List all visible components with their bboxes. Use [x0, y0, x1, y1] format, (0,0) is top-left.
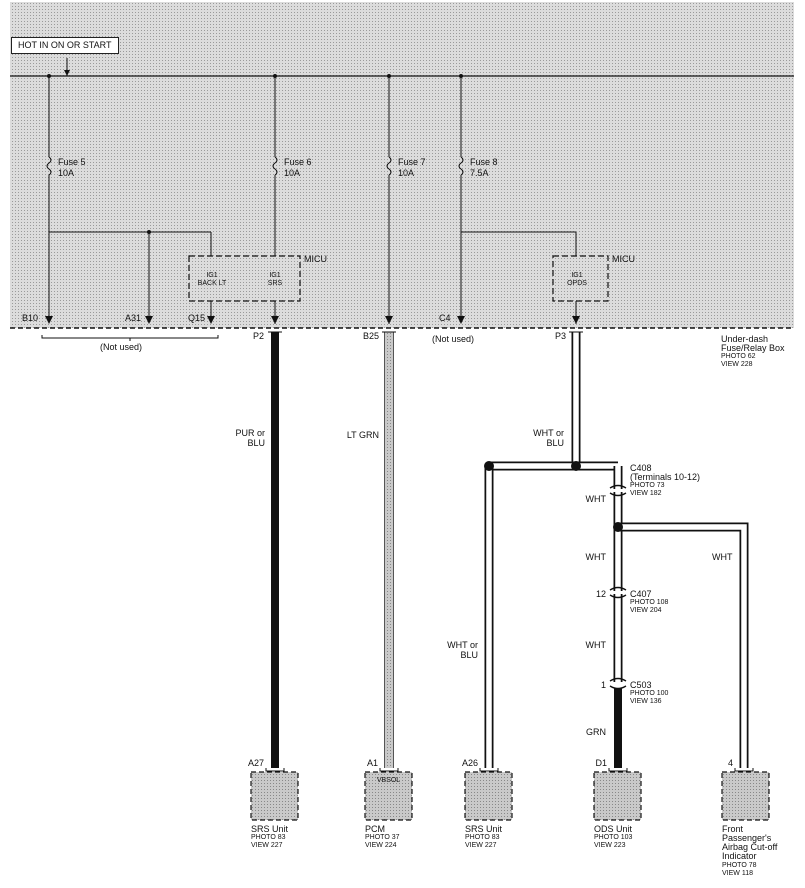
fuse-8-rating: 7.5A	[470, 168, 489, 178]
fuse-8-branch	[458, 76, 577, 324]
fuse-relay-box-region	[10, 2, 794, 328]
pin-d1: D1	[595, 758, 607, 768]
fuse-5-name: Fuse 5	[58, 157, 86, 167]
micu-box-right	[552, 255, 609, 302]
c503-photo: PHOTO 100	[630, 690, 669, 697]
micu-ig1-opds: IG1	[571, 272, 583, 279]
indicator-name-3: Airbag Cut-off	[722, 842, 778, 852]
fuse-7-rating: 10A	[398, 168, 415, 178]
ods-unit-name: ODS Unit	[594, 824, 633, 834]
fuse-6-rating: 10A	[284, 168, 301, 178]
component-srs-a26	[464, 768, 513, 821]
fuse-7-branch	[386, 76, 392, 324]
wire-label-whtblu-a26-2: BLU	[460, 650, 478, 660]
terminal-p2: P2	[253, 331, 265, 341]
pin-a26: A26	[461, 758, 478, 768]
c503-pin: 1	[600, 680, 606, 690]
ods-unit-view: VIEW 223	[594, 842, 626, 849]
srs-unit-a26-photo: PHOTO 83	[465, 834, 500, 841]
c503-view: VIEW 136	[630, 698, 662, 705]
terminal-q15: Q15	[188, 313, 206, 323]
srs-unit-a26-name: SRS Unit	[465, 824, 503, 834]
wire-label-wht-1: WHT	[585, 494, 607, 504]
terminal-p3: P3	[555, 331, 567, 341]
indicator-name-1: Front	[722, 824, 744, 834]
micu-ig1-backlt: IG1	[206, 272, 218, 279]
wire-label-blu: BLU	[247, 438, 265, 448]
micu-srs: SRS	[267, 280, 283, 287]
fuse-6-name: Fuse 6	[284, 157, 312, 167]
c407-view: VIEW 204	[630, 607, 662, 614]
wire-label-wht-4: WHT	[712, 552, 733, 562]
srs-unit-a27-view: VIEW 227	[251, 842, 283, 849]
fuse-box-photo: PHOTO 62	[721, 353, 756, 360]
pin-a27: A27	[247, 758, 264, 768]
indicator-name-2: Passenger's	[722, 833, 772, 843]
srs-unit-a26-view: VIEW 227	[465, 842, 497, 849]
terminal-b10: B10	[22, 313, 39, 323]
fuse-5-rating: 10A	[58, 168, 75, 178]
c407-photo: PHOTO 108	[630, 599, 669, 606]
not-used-label-2: (Not used)	[432, 334, 475, 344]
wire-label-whtblu-a26-1: WHT or	[447, 640, 478, 650]
c408-name: C408	[630, 463, 652, 473]
fuse-box-view: VIEW 228	[721, 361, 753, 368]
component-indicator	[721, 768, 770, 821]
indicator-name-4: Indicator	[722, 851, 757, 861]
fuse-8-name: Fuse 8	[470, 157, 498, 167]
fuse-box-name-2: Fuse/Relay Box	[721, 343, 785, 353]
wire-label-ltgrn: LT GRN	[346, 430, 379, 440]
not-used-label-1: (Not used)	[100, 342, 143, 352]
fuse-6-branch	[272, 76, 278, 324]
wire-label-grn: GRN	[586, 727, 606, 737]
ods-unit-photo: PHOTO 103	[594, 834, 633, 841]
micu-box-left	[188, 255, 301, 302]
c408-sub: (Terminals 10-12)	[630, 472, 701, 482]
wire-label-whtblu-p3-1: WHT or	[533, 428, 564, 438]
pin-4: 4	[727, 758, 733, 768]
wire-label-whtblu-p3-2: BLU	[546, 438, 564, 448]
terminal-c4: C4	[439, 313, 451, 323]
micu-ig1-srs: IG1	[269, 272, 281, 279]
fuse-box-name-1: Under-dash	[721, 334, 769, 344]
wire-label-wht-3: WHT	[585, 640, 607, 650]
power-source-label: HOT IN ON OR START	[11, 37, 119, 54]
micu-label-left: MICU	[304, 254, 327, 264]
pcm-name: PCM	[365, 824, 385, 834]
terminal-a31: A31	[125, 313, 142, 323]
micu-opds: OPDS	[567, 280, 587, 287]
component-pcm-a1	[364, 768, 413, 821]
micu-label-right: MICU	[612, 254, 635, 264]
pin-a1: A1	[366, 758, 378, 768]
wire-wht-indicator	[618, 522, 749, 768]
c408-view: VIEW 182	[630, 490, 662, 497]
terminal-b25: B25	[363, 331, 380, 341]
micu-backlt: BACK LT	[197, 280, 227, 287]
pcm-photo: PHOTO 37	[365, 834, 400, 841]
component-ods-d1	[593, 768, 642, 821]
pcm-vbsol-label: VBSOL	[376, 777, 401, 784]
c503-name: C503	[630, 680, 652, 690]
wire-label-pur: PUR or	[235, 428, 265, 438]
c408-photo: PHOTO 73	[630, 482, 665, 489]
indicator-view: VIEW 118	[722, 870, 753, 877]
indicator-photo: PHOTO 78	[722, 862, 757, 869]
c407-name: C407	[630, 589, 652, 599]
wire-label-wht-2: WHT	[585, 552, 607, 562]
pcm-view: VIEW 224	[365, 842, 397, 849]
c407-pin: 12	[595, 589, 606, 599]
component-srs-a27	[250, 768, 299, 821]
fuse-7-name: Fuse 7	[398, 157, 426, 167]
srs-unit-a27-photo: PHOTO 83	[251, 834, 286, 841]
srs-unit-a27-name: SRS Unit	[251, 824, 289, 834]
